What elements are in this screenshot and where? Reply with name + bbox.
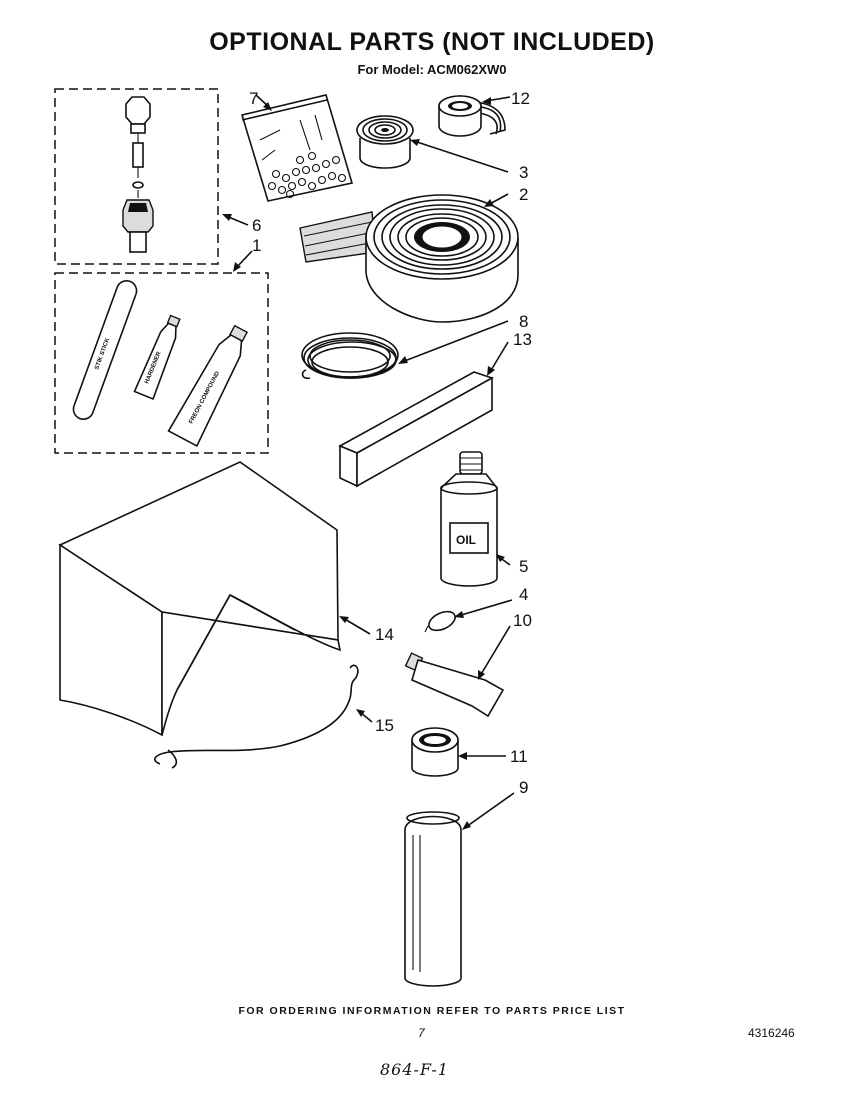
repair-kit-box (54, 272, 269, 454)
capsule (424, 610, 456, 633)
callout-7: 7 (249, 89, 258, 108)
tape-roll-large (299, 194, 519, 323)
callout-4: 4 (519, 585, 528, 604)
callout-3: 3 (519, 163, 528, 182)
valve-core (132, 142, 144, 168)
leader-lines (222, 94, 515, 830)
tape-roll-small (438, 95, 506, 137)
callout-14: 14 (375, 625, 394, 644)
oil-bottle: OIL (440, 451, 498, 587)
valve-cap (125, 96, 151, 125)
spray-can (404, 811, 462, 987)
callout-13: 13 (513, 330, 532, 349)
sealant-tube (404, 652, 505, 718)
oil-label (449, 522, 489, 554)
unit-cover (58, 461, 342, 737)
callout-numbers: 1 2 3 4 5 6 7 8 9 10 11 12 13 14 15 (249, 89, 532, 797)
tape-roll-medium (356, 115, 414, 169)
callout-10: 10 (513, 611, 532, 630)
sealant-can (411, 727, 459, 777)
oil-label-text: OIL (456, 533, 476, 547)
valve-kit-box (54, 88, 219, 265)
page-number: 7 (418, 1026, 425, 1040)
callout-8: 8 (519, 312, 528, 331)
repair-kit-group: STIK STICK HARDENER FREON COMPOUND (54, 272, 269, 454)
callout-5: 5 (519, 557, 528, 576)
valve-kit-group (54, 88, 219, 265)
callout-2: 2 (519, 185, 528, 204)
callout-9: 9 (519, 778, 528, 797)
handwritten-note: 864-F-1 (380, 1060, 449, 1079)
model-subtitle: For Model: ACM062XW0 (357, 62, 507, 77)
valve-nut (130, 123, 146, 134)
ordering-note: FOR ORDERING INFORMATION REFER TO PARTS … (238, 1005, 626, 1017)
valve-washer (132, 181, 144, 189)
callout-12: 12 (511, 89, 530, 108)
freon-compound-cap (229, 324, 249, 343)
callout-11: 11 (510, 747, 528, 766)
tie-cord (154, 664, 359, 769)
coiled-tubing (301, 332, 399, 380)
callout-15: 15 (375, 716, 394, 735)
hardener-cap (166, 314, 181, 328)
valve-thread (128, 203, 148, 212)
document-number: 4316246 (748, 1026, 795, 1040)
callout-6: 6 (252, 216, 261, 235)
callout-1: 1 (252, 236, 261, 255)
pellet-bag (240, 94, 354, 202)
page-title: OPTIONAL PARTS (NOT INCLUDED) (209, 28, 655, 56)
valve-base (129, 231, 147, 253)
foam-bar (338, 371, 494, 488)
stik-stick (72, 279, 138, 421)
